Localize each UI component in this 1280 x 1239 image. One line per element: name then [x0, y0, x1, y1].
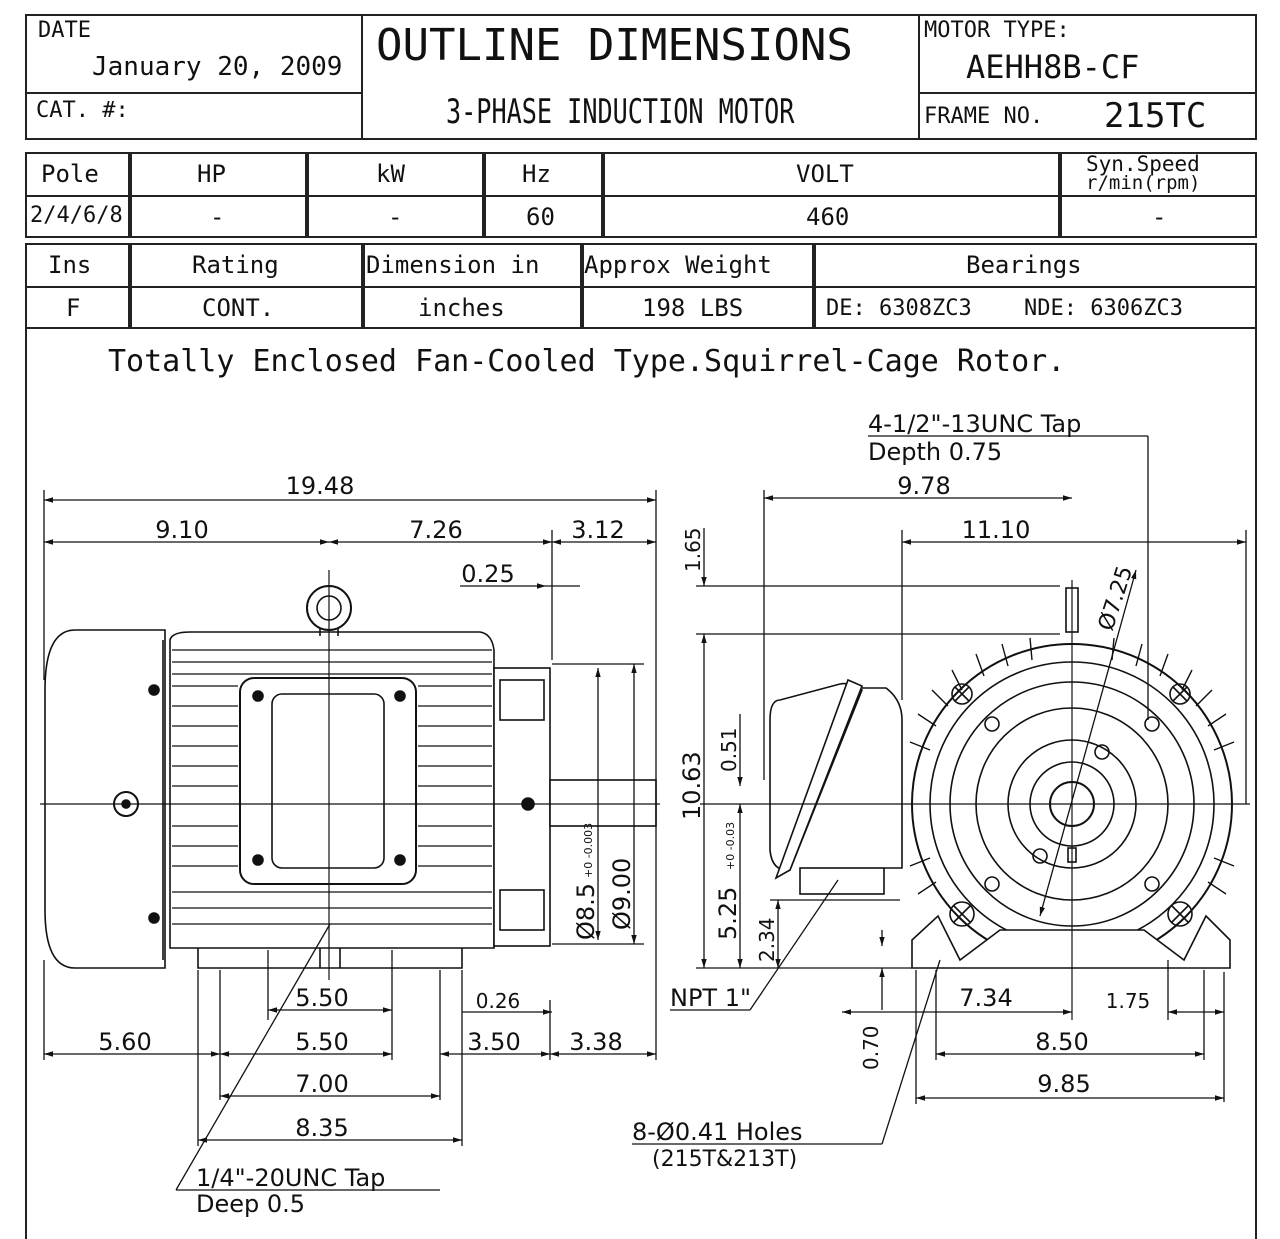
dim-7-34: 7.34 [959, 984, 1012, 1012]
dim-1-65: 1.65 [681, 527, 705, 572]
ins-header: Ins [48, 251, 92, 279]
motor-description: Totally Enclosed Fan-Cooled Type.Squirre… [108, 344, 1066, 379]
kw-value: - [388, 203, 403, 231]
dim-5-50: 5.50 [295, 1028, 348, 1056]
bearing-de-value: DE: 6308ZC3 [826, 296, 972, 321]
dim-9-78: 9.78 [897, 472, 950, 500]
dim-9-10: 9.10 [155, 516, 208, 544]
date-value: January 20, 2009 [92, 52, 343, 82]
holes-note-sub: (215T&213T) [652, 1147, 797, 1172]
terminal-box [239, 677, 417, 885]
motor-type-value: AEHH8B-CF [966, 48, 1140, 86]
tap-depth-end: Depth 0.75 [868, 438, 1002, 466]
shaft [549, 779, 657, 827]
tap-note-side: 1/4"-20UNC Tap [196, 1164, 385, 1192]
end-feet [911, 914, 1231, 969]
dim-0-51: 0.51 [717, 727, 741, 772]
tap-note-end: 4-1/2"-13UNC Tap [868, 410, 1081, 438]
frame-label: FRAME NO. [924, 104, 1044, 129]
frame-value: 215TC [1104, 96, 1207, 136]
frame-cell [918, 92, 1257, 140]
dim-2-34: 2.34 [755, 917, 779, 962]
divider [812, 243, 816, 329]
end-fins [909, 637, 1235, 895]
npt-note: NPT 1" [670, 984, 751, 1012]
dim-11-10: 11.10 [962, 516, 1031, 544]
holes-note: 8-Ø0.41 Holes [632, 1118, 803, 1146]
tap-depth-side: Deep 0.5 [196, 1190, 305, 1218]
dim-0-25: 0.25 [461, 560, 514, 588]
dim-5-60: 5.60 [98, 1028, 151, 1056]
divider [580, 243, 584, 329]
bearing-nde-value: NDE: 6306ZC3 [1024, 296, 1183, 321]
divider [482, 152, 486, 238]
spec-table-1-value-row [25, 195, 1257, 238]
rpm-header: r/min(rpm) [1086, 172, 1201, 194]
dimension-value: inches [418, 294, 505, 322]
dim-10-63: 10.63 [678, 751, 706, 820]
dim-0-70: 0.70 [859, 1025, 883, 1070]
divider [601, 152, 605, 238]
hp-header: HP [197, 160, 226, 188]
hz-header: Hz [522, 160, 551, 188]
rating-header: Rating [192, 251, 279, 279]
side-view [40, 570, 660, 980]
page-subtitle: 3-PHASE INDUCTION MOTOR [446, 92, 795, 132]
dim-3-38: 3.38 [569, 1028, 622, 1056]
ins-value: F [66, 294, 81, 322]
fan-cover [44, 629, 166, 969]
date-label: DATE [38, 18, 91, 43]
motor-type-label: MOTOR TYPE: [924, 18, 1070, 43]
hz-value: 60 [526, 203, 555, 231]
dim-8-35: 8.35 [295, 1114, 348, 1142]
hp-value: - [210, 203, 225, 231]
dim-3-12: 3.12 [571, 516, 624, 544]
drawing-frame [25, 327, 1257, 1239]
volt-header: VOLT [796, 160, 854, 188]
divider [361, 243, 365, 329]
dim-5-25-tol: +0 -0.03 [724, 822, 737, 870]
spec-table-2-value-row [25, 286, 1257, 329]
divider [128, 152, 132, 238]
dim-bolt-circle: Ø7.25 [1094, 563, 1138, 634]
dim-7-26: 7.26 [409, 516, 462, 544]
dim-shaft-tol: +0 -0.003 [582, 823, 595, 878]
feet [197, 948, 463, 969]
dim-1-75: 1.75 [1106, 989, 1151, 1013]
bearings-header: Bearings [966, 251, 1082, 279]
weight-value: 198 LBS [642, 294, 744, 322]
volt-value: 460 [806, 203, 850, 231]
rating-value: CONT. [202, 294, 275, 322]
cooling-fins [172, 649, 492, 925]
divider [305, 152, 309, 238]
dim-9-85: 9.85 [1037, 1070, 1090, 1098]
cat-label: CAT. #: [36, 98, 129, 123]
kw-header: kW [376, 160, 405, 188]
dim-3-50: 3.50 [467, 1028, 520, 1056]
dim-7-00: 7.00 [295, 1070, 348, 1098]
divider [128, 243, 132, 329]
end-view [700, 580, 1250, 1020]
dim-5-25: 5.25 [714, 887, 742, 940]
page-title: OUTLINE DIMENSIONS [376, 20, 853, 71]
pole-header: Pole [41, 160, 99, 188]
weight-header: Approx Weight [584, 251, 772, 279]
pole-value: 2/4/6/8 [30, 203, 123, 228]
dim-8-50: 8.50 [1035, 1028, 1088, 1056]
dim-5-50-top: 5.50 [295, 984, 348, 1012]
dimension-header: Dimension in [366, 251, 540, 279]
dim-shaft-dia: Ø8.5 [572, 883, 600, 940]
divider [1058, 152, 1062, 238]
dim-19-48: 19.48 [286, 472, 355, 500]
dim-pilot-dia: Ø9.00 [608, 858, 636, 930]
dim-0-26: 0.26 [476, 989, 521, 1013]
syn-speed-header: Syn.Speed [1086, 152, 1200, 176]
syn-speed-value: - [1152, 203, 1167, 231]
